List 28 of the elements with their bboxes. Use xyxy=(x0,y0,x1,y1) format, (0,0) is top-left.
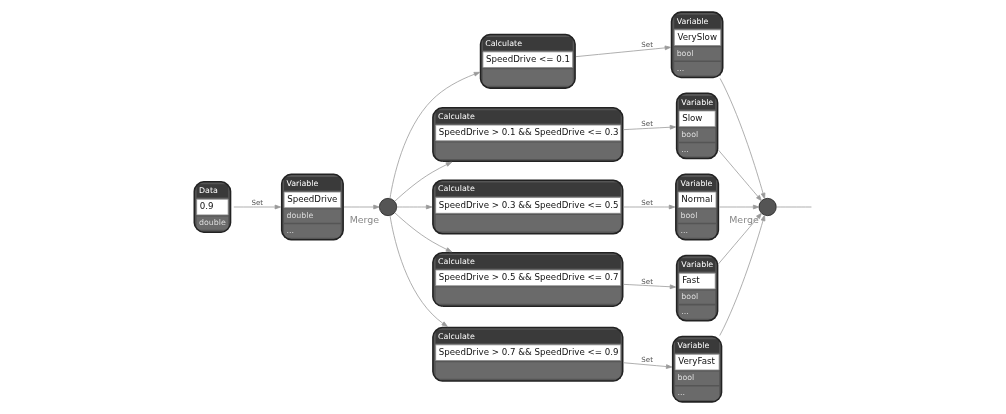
arrow xyxy=(396,204,433,210)
edge-label: Set xyxy=(641,40,653,50)
edge-label: Set xyxy=(641,119,653,129)
node-circle xyxy=(758,197,777,217)
arrow xyxy=(389,71,481,199)
arrow xyxy=(389,215,448,327)
edge-label: Set xyxy=(641,276,653,286)
arrow xyxy=(575,45,671,58)
edge-label: Set xyxy=(641,197,653,207)
arrow xyxy=(623,204,676,210)
arrow xyxy=(718,212,762,265)
arrow xyxy=(719,214,766,336)
node-label: Merge xyxy=(349,214,380,226)
node-circle xyxy=(378,197,398,217)
arrow xyxy=(719,78,766,200)
node-label: Merge xyxy=(729,214,759,226)
arrow xyxy=(233,204,281,210)
arrow xyxy=(718,204,760,210)
arrow xyxy=(623,362,673,369)
arrow xyxy=(623,124,677,131)
connector xyxy=(775,206,812,208)
arrow xyxy=(718,149,762,202)
arrow xyxy=(343,204,380,210)
arrow xyxy=(623,283,677,290)
edge-label: Set xyxy=(641,354,653,364)
edge-label: Set xyxy=(251,197,264,207)
arrow xyxy=(394,212,453,253)
arrow xyxy=(394,161,453,202)
